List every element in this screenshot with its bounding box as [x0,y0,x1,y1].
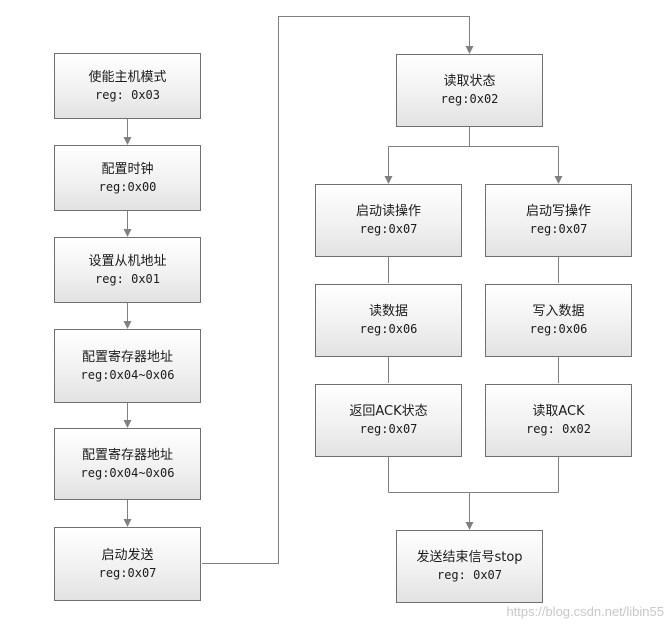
node-title: 使能主机模式 [88,69,167,85]
node-reg: reg:0x00 [98,179,157,194]
node-title: 启动写操作 [525,204,591,219]
node-send-stop: 发送结束信号stop reg: 0x07 [396,530,543,603]
node-read-data: 读数据 reg:0x06 [315,284,462,357]
node-read-status: 读取状态 reg:0x02 [396,54,543,127]
node-title: 读数据 [368,304,408,319]
node-title: 读取状态 [443,74,496,89]
node-title: 返回ACK状态 [349,404,428,419]
node-read-ack: 读取ACK reg: 0x02 [485,384,632,457]
node-start-send: 启动发送 reg:0x07 [54,527,201,601]
node-title: 设置从机地址 [88,253,167,269]
node-title: 配置时钟 [101,161,154,177]
node-reg: reg: 0x02 [525,422,592,436]
node-reg: reg: 0x07 [436,568,503,582]
node-reg: reg:0x02 [440,92,499,106]
node-reg: reg:0x07 [359,222,418,236]
node-reg: reg:0x04~0x06 [80,367,175,382]
node-config-register-address-2: 配置寄存器地址 reg:0x04~0x06 [54,428,201,500]
node-reg: reg: 0x03 [94,87,161,102]
arrow-send-to-status [202,16,474,564]
node-reg: reg:0x04~0x06 [80,465,175,480]
node-reg: reg:0x06 [529,322,588,336]
node-reg: reg:0x06 [359,322,418,336]
node-set-slave-address: 设置从机地址 reg: 0x01 [54,237,201,303]
node-title: 配置寄存器地址 [81,447,173,463]
node-return-ack: 返回ACK状态 reg:0x07 [315,384,462,457]
node-write-data: 写入数据 reg:0x06 [485,284,632,357]
node-enable-master-mode: 使能主机模式 reg: 0x03 [54,53,201,119]
node-reg: reg:0x07 [359,422,418,436]
node-config-register-address-1: 配置寄存器地址 reg:0x04~0x06 [54,329,201,403]
node-title: 读取ACK [532,404,585,419]
watermark: https://blog.csdn.net/libin55 [506,604,664,619]
node-config-clock: 配置时钟 reg:0x00 [54,145,201,211]
node-start-read: 启动读操作 reg:0x07 [315,184,462,257]
node-title: 启动读操作 [355,204,421,219]
node-title: 配置寄存器地址 [81,349,173,365]
node-reg: reg:0x07 [529,222,588,236]
node-title: 写入数据 [532,304,585,319]
node-title: 启动发送 [101,547,154,563]
node-start-write: 启动写操作 reg:0x07 [485,184,632,257]
node-reg: reg: 0x01 [94,271,161,286]
node-reg: reg:0x07 [98,565,157,580]
node-title: 发送结束信号stop [416,550,523,565]
